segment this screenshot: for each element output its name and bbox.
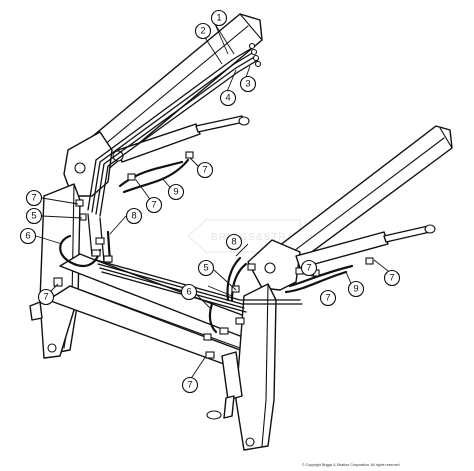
callout-7-b (145, 196, 163, 214)
svg-text:7: 7 (389, 273, 394, 284)
svg-text:7: 7 (187, 380, 192, 391)
callout-5-right (197, 259, 215, 277)
svg-text:7: 7 (31, 193, 36, 204)
svg-text:7: 7 (306, 263, 311, 274)
hydraulic-tube-bundle (87, 47, 303, 313)
callout-1 (210, 9, 228, 27)
left-boom-arm (63, 13, 263, 197)
svg-text:7: 7 (43, 292, 48, 303)
hose-6-right (208, 302, 218, 334)
callout-labels: 1 2 3 4 7 9 7 7 5 8 6 7 8 5 7 9 7 (19, 9, 401, 394)
callout-4 (219, 89, 237, 107)
svg-text:3: 3 (245, 79, 250, 90)
callout-7-g (319, 289, 337, 307)
callout-6-right (180, 283, 198, 301)
lower-cylinder (206, 351, 243, 420)
left-cylinder (112, 115, 250, 163)
hose-9-left (118, 160, 184, 188)
right-frame-upright (235, 283, 277, 451)
watermark-text: BRIGGS&STRATTON (211, 232, 325, 243)
callout-2 (194, 22, 212, 40)
svg-text:6: 6 (186, 287, 191, 298)
right-cylinder (295, 224, 436, 269)
callout-6-left (19, 227, 37, 245)
hose-8-right (230, 262, 248, 302)
left-frame-upright (29, 183, 81, 359)
callouts (35, 23, 393, 381)
hydraulic-hoses (59, 158, 354, 334)
callout-8-right (225, 233, 243, 251)
callout-3 (239, 75, 257, 93)
svg-text:2: 2 (200, 26, 205, 37)
callout-7-c (25, 189, 43, 207)
svg-text:7: 7 (325, 293, 330, 304)
callout-5-left (25, 207, 43, 225)
svg-text:9: 9 (173, 187, 178, 198)
svg-text:6: 6 (25, 231, 30, 242)
callout-8-left (125, 207, 143, 225)
svg-text:8: 8 (131, 211, 136, 222)
svg-text:5: 5 (31, 211, 36, 222)
right-boom-arm (247, 125, 453, 291)
callout-7-h (181, 376, 199, 394)
svg-text:7: 7 (151, 200, 156, 211)
copyright-text: © Copyright Briggs & Stratton Corporatio… (302, 463, 400, 467)
callout-9-left (167, 183, 185, 201)
svg-text:1: 1 (216, 13, 221, 24)
svg-text:5: 5 (203, 263, 208, 274)
callout-7-a (196, 161, 214, 179)
svg-text:4: 4 (225, 93, 230, 104)
callout-7-d (37, 288, 55, 306)
bundle-ends (248, 42, 262, 68)
callout-7-f (383, 269, 401, 287)
svg-text:8: 8 (231, 237, 236, 248)
callout-7-e (300, 259, 318, 277)
callout-9-right (347, 280, 365, 298)
hose-9-right (288, 264, 354, 288)
hose-6-left (59, 234, 102, 268)
cross-beam (47, 253, 263, 373)
svg-text:7: 7 (202, 165, 207, 176)
svg-text:9: 9 (353, 284, 358, 295)
